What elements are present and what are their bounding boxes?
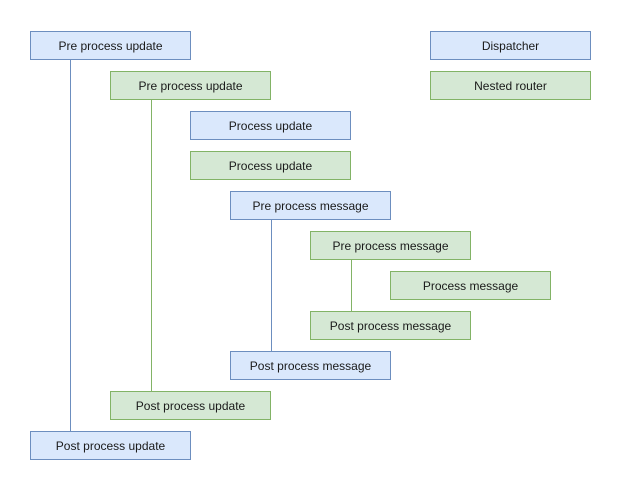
node-label: Process update <box>228 158 313 173</box>
node-label: Pre process message <box>252 198 369 213</box>
node-label: Post process message <box>329 318 452 333</box>
legend-item-label: Nested router <box>474 78 547 93</box>
node-n5[interactable]: Pre process message <box>230 191 391 220</box>
node-label: Process update <box>228 118 313 133</box>
legend-item-router[interactable]: Nested router <box>430 71 591 100</box>
node-label: Pre process message <box>332 238 449 253</box>
connector-n6-to-n8 <box>351 260 352 311</box>
node-n1[interactable]: Pre process update <box>30 31 191 60</box>
connector-n1-to-n11 <box>70 60 71 431</box>
legend-item-dispatcher[interactable]: Dispatcher <box>430 31 591 60</box>
node-n4[interactable]: Process update <box>190 151 351 180</box>
node-n7[interactable]: Process message <box>390 271 551 300</box>
node-label: Post process update <box>135 398 246 413</box>
node-label: Post process update <box>55 438 166 453</box>
node-n3[interactable]: Process update <box>190 111 351 140</box>
node-label: Pre process update <box>58 38 163 53</box>
node-n11[interactable]: Post process update <box>30 431 191 460</box>
node-label: Post process message <box>249 358 372 373</box>
node-label: Process message <box>422 278 519 293</box>
legend-item-label: Dispatcher <box>481 38 540 53</box>
node-n2[interactable]: Pre process update <box>110 71 271 100</box>
node-n8[interactable]: Post process message <box>310 311 471 340</box>
node-label: Pre process update <box>138 78 243 93</box>
node-n9[interactable]: Post process message <box>230 351 391 380</box>
connector-n2-to-n10 <box>151 100 152 391</box>
node-n10[interactable]: Post process update <box>110 391 271 420</box>
connector-n5-to-n9 <box>271 220 272 351</box>
node-n6[interactable]: Pre process message <box>310 231 471 260</box>
